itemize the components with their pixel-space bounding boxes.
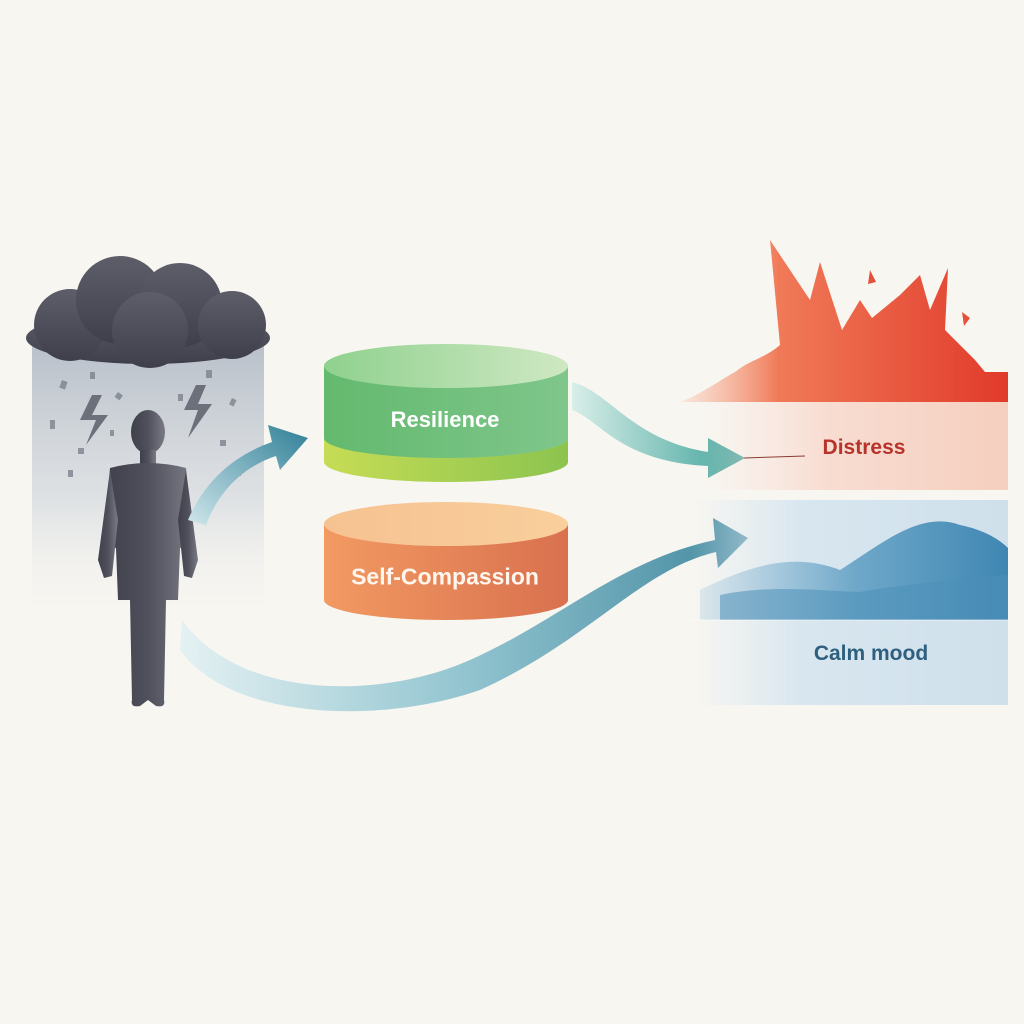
person-silhouette (98, 410, 198, 707)
distress-panel (700, 400, 1008, 490)
self-compassion-cylinder (324, 502, 568, 620)
distress-marker-line (743, 455, 806, 459)
self-compassion-label: Self-Compassion (351, 563, 539, 590)
calm-wave-lower (720, 575, 1008, 620)
distress-label: Distress (822, 436, 906, 459)
arrow-to-calm-mood (180, 518, 748, 712)
flame-icon (680, 240, 1008, 402)
lightning-bolt-icon (80, 395, 108, 445)
arrow-to-resilience (188, 425, 308, 525)
lightning-bolt-icon (184, 385, 212, 438)
ember-sparks (868, 270, 970, 326)
calm-mood-label: Calm mood (813, 642, 929, 665)
resilience-label: Resilience (390, 407, 500, 432)
storm-cloud-icon (26, 256, 270, 368)
resilience-cylinder (324, 344, 568, 482)
